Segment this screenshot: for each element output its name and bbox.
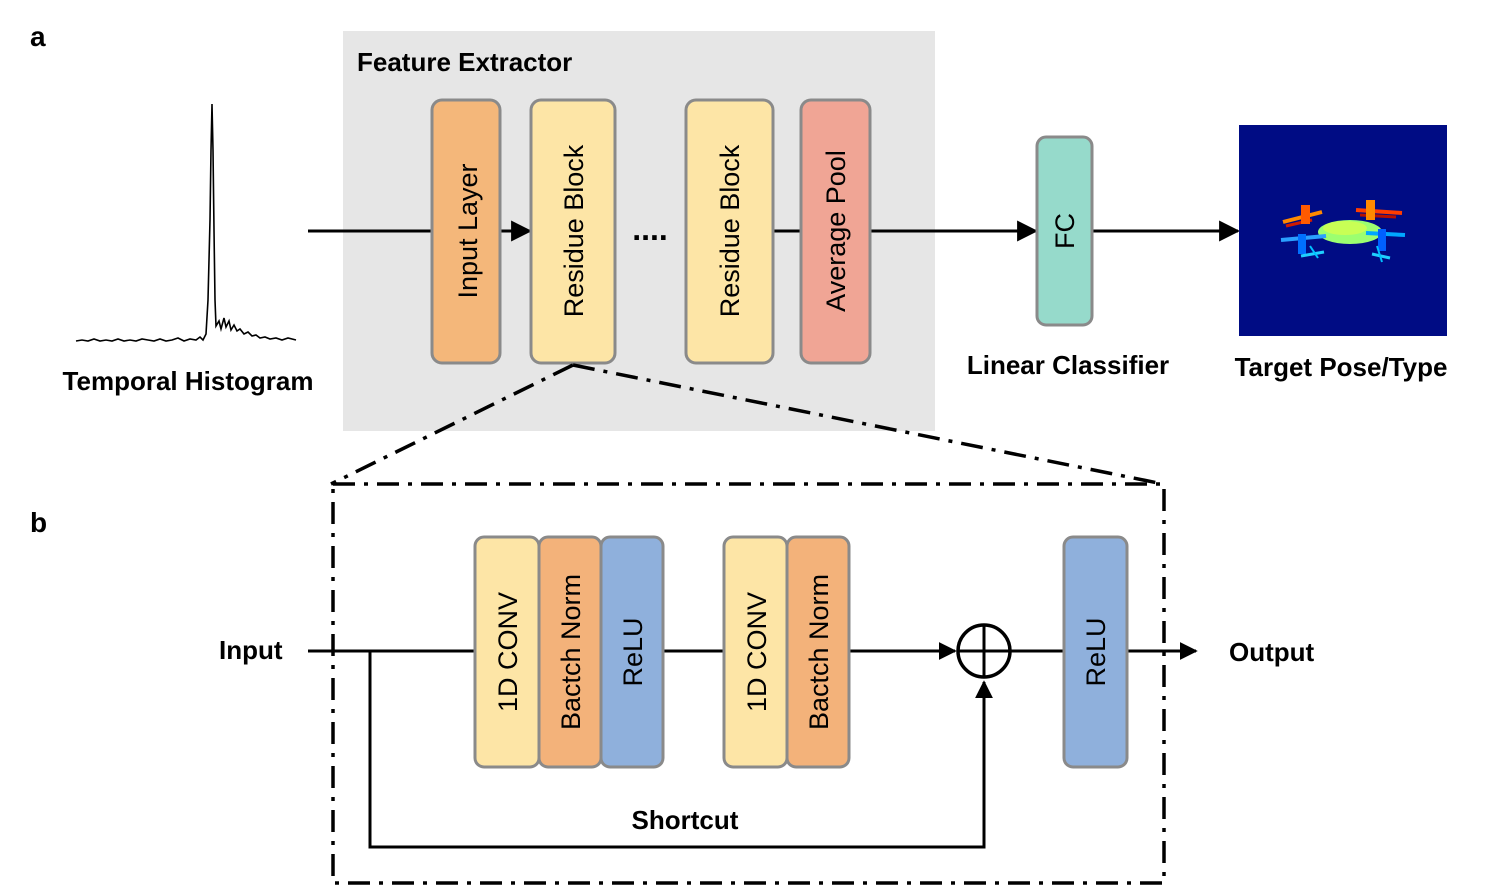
shortcut-path (368, 651, 993, 849)
input-layer-label: Input Layer (453, 163, 483, 298)
average-pool-label: Average Pool (821, 150, 851, 312)
bn1-label: Bactch Norm (556, 574, 586, 730)
residue-block-1-label: Residue Block (559, 144, 589, 317)
panel-a-letter: a (30, 21, 46, 52)
relu1-label: ReLU (618, 617, 648, 686)
bn2-block (785, 535, 851, 769)
zoom-line-left (330, 363, 574, 486)
fc-block (1035, 135, 1094, 327)
residue-block-detail-frame (331, 482, 1166, 885)
conv2-label: 1D CONV (742, 592, 772, 712)
residue-block-2-label: Residue Block (715, 144, 745, 317)
feature-extractor-title: Feature Extractor (357, 47, 572, 77)
sum-circle-icon (956, 623, 1012, 679)
residue-block-2 (684, 98, 775, 365)
linear-classifier-label: Linear Classifier (967, 350, 1169, 380)
relu1-block (599, 535, 665, 769)
zoom-line-right (572, 363, 1164, 486)
average-pool-block (799, 98, 872, 365)
relu-out-label: ReLU (1081, 617, 1111, 686)
conv1-label: 1D CONV (493, 592, 523, 712)
ellipsis: .... (632, 211, 668, 247)
target-pose-label: Target Pose/Type (1235, 352, 1448, 382)
output-label: Output (1229, 637, 1315, 667)
shortcut-label: Shortcut (632, 805, 739, 835)
bn2-label: Bactch Norm (804, 574, 834, 730)
panel-b-letter: b (30, 507, 47, 538)
residue-block-1 (529, 98, 617, 365)
temporal-histogram-label: Temporal Histogram (63, 366, 314, 396)
temporal-histogram-curve (75, 103, 297, 342)
fc-label: FC (1050, 213, 1080, 249)
relu-out-block (1062, 535, 1129, 769)
input-label: Input (219, 635, 283, 665)
target-pose-image (1239, 125, 1447, 336)
input-layer-block (430, 98, 502, 365)
